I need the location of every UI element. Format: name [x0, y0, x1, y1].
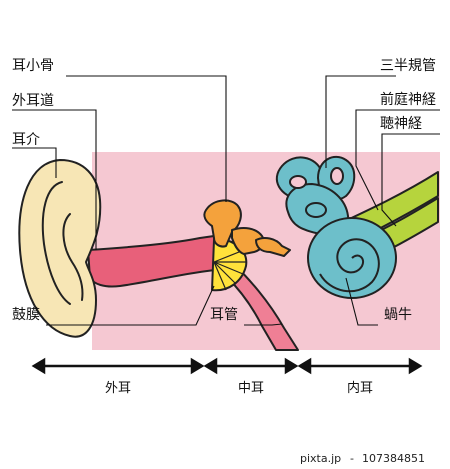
- watermark: pixta.jp - 107384851: [300, 452, 425, 465]
- auricle-shape: [18, 159, 102, 338]
- label-ossicles: 耳小骨: [12, 58, 54, 74]
- watermark-site: pixta.jp: [300, 452, 341, 465]
- leader-eardrum: [46, 285, 215, 326]
- label-vestibular-nerve: 前庭神経: [380, 91, 436, 108]
- watermark-separator: -: [350, 452, 354, 465]
- leader-external-canal: [12, 109, 97, 250]
- label-eustachian-tube: 耳管: [210, 307, 238, 323]
- section-outer-ear: 外耳: [105, 381, 131, 396]
- label-cochlear-nerve: 聴神経: [380, 116, 422, 132]
- label-eardrum: 鼓膜: [12, 307, 40, 323]
- label-semicircular-canals: 三半規管: [380, 58, 436, 74]
- leader-ossicles: [66, 75, 227, 202]
- label-cochlea: 蝸牛: [384, 307, 412, 323]
- leader-auricle: [12, 147, 57, 178]
- label-external-canal: 外耳道: [12, 93, 54, 109]
- leader-vestibular: [355, 109, 440, 211]
- section-middle-ear: 中耳: [238, 381, 264, 396]
- auricle-concha: [62, 213, 84, 301]
- leader-lines: [12, 75, 440, 326]
- leader-eustachian-tube: [244, 323, 283, 326]
- leader-cochlear: [381, 133, 440, 227]
- auricle-inner-fold: [41, 181, 71, 305]
- label-auricle: 耳介: [12, 132, 40, 148]
- leader-semicircular: [325, 75, 396, 168]
- cochlea-shape: [307, 217, 397, 299]
- section-arrows: [31, 357, 423, 375]
- eustachian-tube-shape: [225, 261, 299, 351]
- ear-canal: [87, 235, 217, 288]
- leader-cochlea: [345, 277, 378, 326]
- section-inner-ear: 内耳: [347, 380, 373, 396]
- ossicles-shape: [203, 199, 291, 257]
- watermark-id: 107384851: [362, 452, 425, 465]
